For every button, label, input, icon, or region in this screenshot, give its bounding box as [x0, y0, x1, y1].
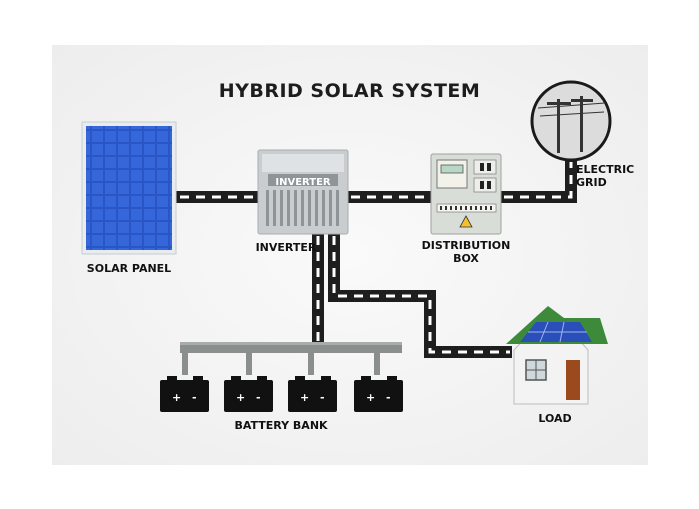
svg-text:+: + — [172, 391, 181, 404]
svg-text:-: - — [256, 391, 261, 404]
cable-solar-inverter — [176, 191, 260, 203]
label-inverter: INVERTER — [255, 241, 317, 254]
battery-icon: + - — [288, 376, 337, 412]
page-title: HYBRID SOLAR SYSTEM — [218, 80, 481, 102]
inverter-icon — [257, 149, 349, 235]
house-icon — [506, 306, 608, 405]
label-grid-line2: GRID — [576, 176, 607, 189]
solar-panel-icon — [81, 121, 177, 255]
svg-text:+: + — [300, 391, 309, 404]
battery-icon: + - — [160, 376, 209, 412]
svg-text:-: - — [320, 391, 325, 404]
svg-text:-: - — [386, 391, 391, 404]
battery-bus-bar — [180, 342, 402, 375]
cable-distribution-grid — [500, 160, 577, 203]
svg-text:-: - — [192, 391, 197, 404]
distribution-box-icon — [430, 153, 502, 235]
cable-inverter-distribution — [347, 191, 433, 203]
grid-pole-icon — [530, 80, 612, 162]
battery-icon: + - — [224, 376, 273, 412]
label-battery-bank: BATTERY BANK — [234, 419, 328, 432]
svg-text:+: + — [236, 391, 245, 404]
label-load: LOAD — [538, 412, 572, 425]
label-distribution-line1: DISTRIBUTION — [421, 239, 511, 252]
cable-inverter-load — [328, 232, 512, 358]
inverter-box-text: INVERTER — [275, 177, 331, 188]
label-solar-panel: SOLAR PANEL — [86, 262, 172, 275]
battery-icon: + - — [354, 376, 403, 412]
svg-text:+: + — [366, 391, 375, 404]
label-distribution-line2: BOX — [453, 252, 479, 265]
label-grid-line1: ELECTRIC — [576, 163, 635, 176]
